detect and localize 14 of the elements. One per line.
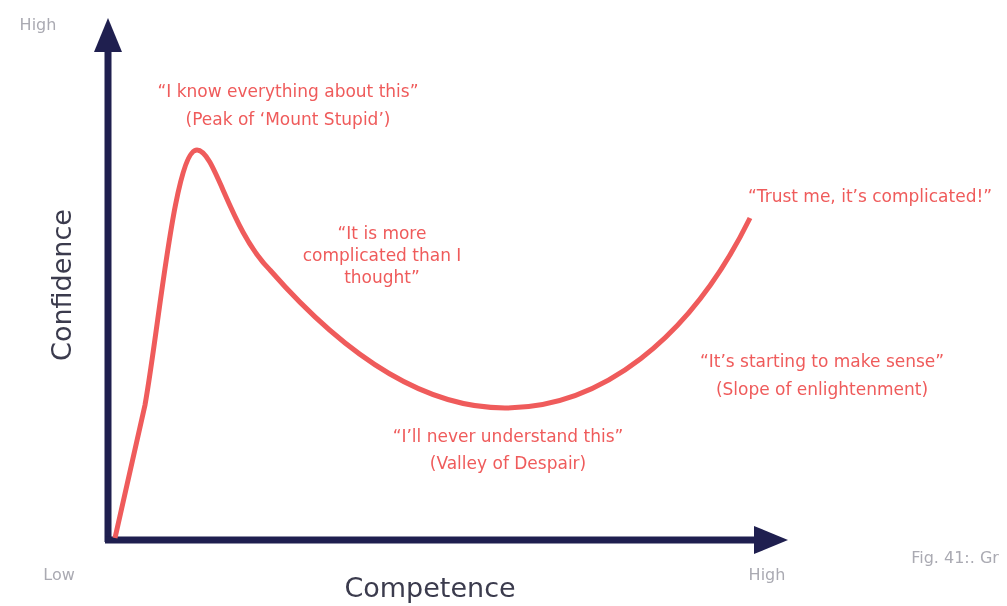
slope-name: (Slope of enlightenment) (715, 378, 929, 401)
slope-quote: “It’s starting to make sense” (699, 350, 945, 373)
x-axis-title: Competence (344, 571, 516, 605)
axis-level-label: High (748, 565, 786, 586)
expert-quote: “Trust me, it’s complicated!” (747, 185, 993, 208)
axis-level-label: Low (43, 565, 75, 586)
valley-name: (Valley of Despair) (429, 452, 587, 475)
decline-quote: “It is more complicated than I thought” (301, 222, 463, 289)
axis-level-label: High (19, 15, 57, 36)
figure-caption: Fig. 41:. Gr (911, 548, 999, 569)
y-axis-title: Confidence (45, 209, 79, 361)
peak-quote: “I know everything about this” (157, 80, 419, 103)
peak-name: (Peak of ‘Mount Stupid’) (185, 108, 391, 131)
valley-quote: “I’ll never understand this” (392, 425, 624, 448)
